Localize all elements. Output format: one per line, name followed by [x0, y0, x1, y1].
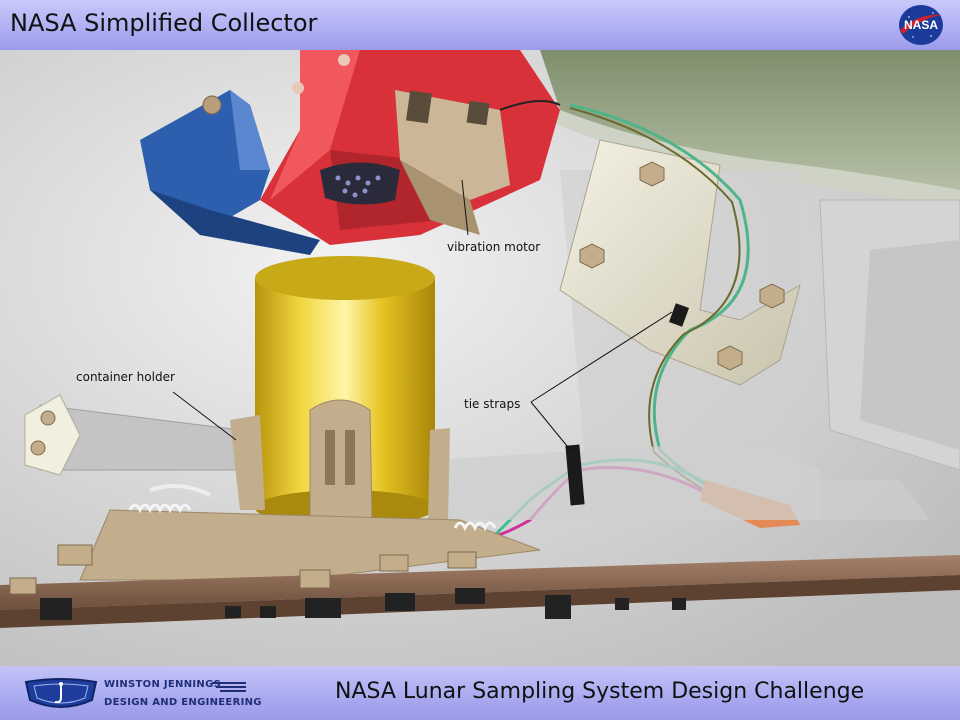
- container-holder: [79, 399, 541, 581]
- slide-title: NASA Simplified Collector: [10, 9, 318, 37]
- header-bar: NASA Simplified Collector NASA: [0, 0, 960, 50]
- callout-tie-straps: tie straps: [464, 397, 521, 411]
- winston-jennings-logo-icon: [24, 678, 98, 708]
- callout-container-holder: container holder: [76, 370, 175, 384]
- collector-render: vibration motor container holder tie str…: [0, 50, 960, 666]
- nasa-logo-icon: NASA: [899, 5, 943, 45]
- svg-text:NASA: NASA: [904, 18, 938, 32]
- vibration-motor: [395, 90, 561, 235]
- footer-subtitle: NASA Lunar Sampling System Design Challe…: [335, 679, 865, 704]
- company-stripes-icon: [212, 682, 246, 692]
- company-name-line2: DESIGN AND ENGINEERING: [104, 697, 262, 708]
- callout-vibration-motor: vibration motor: [447, 240, 541, 254]
- footer-bar: WINSTON JENNINGS DESIGN AND ENGINEERING …: [0, 666, 960, 720]
- company-name-line1: WINSTON JENNINGS: [104, 679, 222, 690]
- collector-illustration: [0, 50, 960, 666]
